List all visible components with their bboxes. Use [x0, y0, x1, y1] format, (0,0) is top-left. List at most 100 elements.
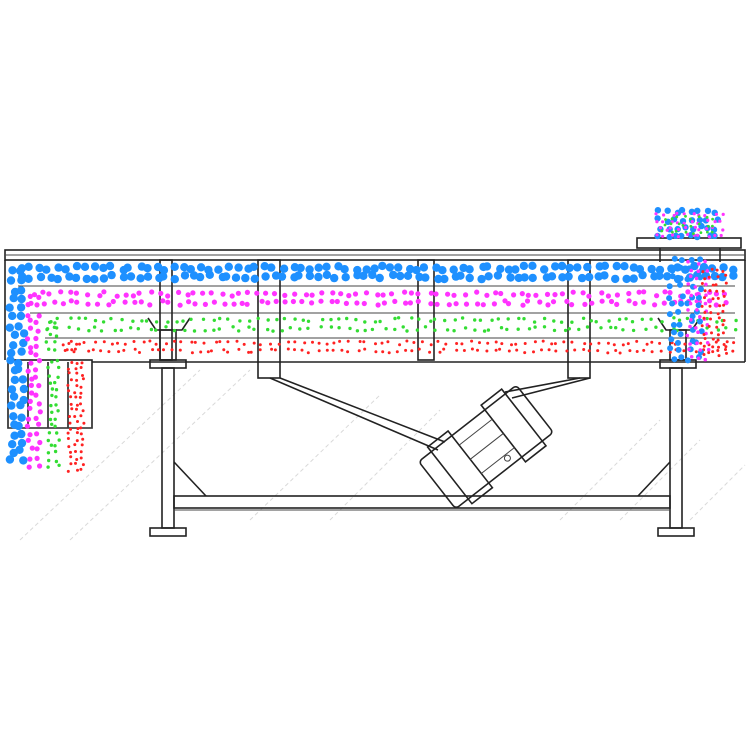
coarse-particle: [677, 331, 684, 338]
fine-particle: [231, 325, 235, 329]
coarse-particle: [600, 271, 609, 280]
fine-particle: [706, 230, 709, 234]
finest-particle: [66, 431, 70, 435]
fine-particle: [54, 334, 59, 338]
fine-particle: [136, 327, 140, 331]
fine-particle: [654, 325, 658, 329]
medium-particle: [453, 301, 459, 307]
coarse-particle: [24, 262, 33, 271]
medium-particle: [686, 232, 690, 236]
medium-particle: [493, 290, 499, 296]
medium-particle: [586, 293, 592, 299]
finest-particle: [190, 351, 194, 355]
medium-particle: [259, 298, 265, 304]
finest-particle: [91, 348, 95, 352]
medium-particle: [463, 292, 469, 298]
coarse-particle: [694, 207, 701, 214]
fine-particle: [301, 318, 305, 322]
finest-particle: [79, 467, 83, 471]
coarse-particle: [710, 271, 720, 281]
finest-particle: [94, 340, 98, 344]
coarse-particle: [250, 274, 259, 283]
medium-particle: [654, 212, 658, 216]
coarse-particle: [583, 262, 592, 272]
medium-particle: [475, 301, 481, 307]
fine-particle: [266, 327, 270, 332]
finest-particle: [116, 341, 119, 345]
finest-particle: [258, 348, 262, 352]
coarse-particle: [196, 263, 206, 272]
medium-particle: [40, 289, 46, 295]
coarse-particle: [90, 275, 99, 284]
fine-particle: [663, 223, 667, 227]
finest-particle: [75, 362, 79, 365]
finest-particle: [209, 349, 213, 353]
medium-particle: [273, 298, 279, 304]
fine-particle: [120, 317, 124, 322]
coarse-particle: [419, 263, 429, 272]
fine-particle: [677, 318, 682, 322]
medium-particle: [688, 342, 692, 346]
medium-particle: [697, 228, 701, 232]
medium-particle: [254, 290, 260, 296]
coarse-particle: [396, 271, 405, 281]
finest-particle: [710, 267, 714, 271]
fine-particle: [298, 327, 302, 331]
coarse-particle: [719, 263, 728, 272]
finest-particle: [69, 395, 73, 399]
medium-particle: [589, 300, 595, 306]
finest-particle: [69, 402, 73, 406]
fine-particle: [724, 326, 728, 330]
coarse-particle: [677, 281, 684, 288]
finest-particle: [470, 339, 474, 343]
fine-particle: [109, 316, 113, 321]
finest-particle: [148, 339, 152, 343]
coarse-particle: [403, 271, 413, 280]
fine-particle: [275, 317, 279, 322]
medium-particle: [689, 318, 693, 322]
medium-particle: [58, 289, 64, 295]
medium-particle: [176, 289, 182, 295]
fine-particle: [410, 316, 414, 320]
fine-particle: [452, 329, 456, 333]
fine-particle: [288, 326, 292, 330]
medium-particle: [682, 212, 686, 216]
finest-particle: [300, 348, 304, 352]
medium-particle: [599, 290, 605, 296]
medium-particle: [723, 300, 729, 306]
coarse-particle: [10, 375, 20, 385]
coarse-particle: [123, 263, 132, 272]
finest-particle: [70, 348, 74, 352]
finest-particle: [81, 437, 85, 441]
finest-particle: [303, 341, 307, 345]
fine-particle: [54, 388, 59, 392]
fine-particle: [93, 318, 98, 323]
coarse-particle: [54, 263, 63, 272]
fine-particle: [669, 222, 673, 226]
medium-particle: [147, 302, 153, 308]
finest-particle: [79, 402, 82, 406]
finest-particle: [68, 415, 71, 418]
fine-particle: [607, 319, 611, 323]
fine-particle: [405, 329, 409, 333]
finest-particle: [317, 341, 321, 345]
fine-particle: [496, 317, 500, 321]
medium-particle: [34, 446, 40, 452]
fine-particle: [53, 340, 57, 344]
fine-particle: [429, 319, 433, 323]
finest-particle: [702, 344, 706, 348]
coarse-particle: [671, 255, 678, 262]
coarse-particle: [170, 275, 179, 284]
coarse-particle: [698, 286, 704, 293]
coarse-particle: [6, 356, 15, 365]
medium-particle: [564, 298, 570, 304]
medium-particle: [684, 225, 688, 230]
medium-particle: [654, 293, 660, 299]
fine-particle: [581, 316, 586, 320]
medium-particle: [705, 341, 710, 345]
medium-particle: [641, 289, 647, 295]
fine-particle: [172, 328, 177, 333]
medium-particle: [685, 333, 690, 338]
fine-particle: [585, 325, 590, 329]
finest-particle: [395, 350, 399, 354]
